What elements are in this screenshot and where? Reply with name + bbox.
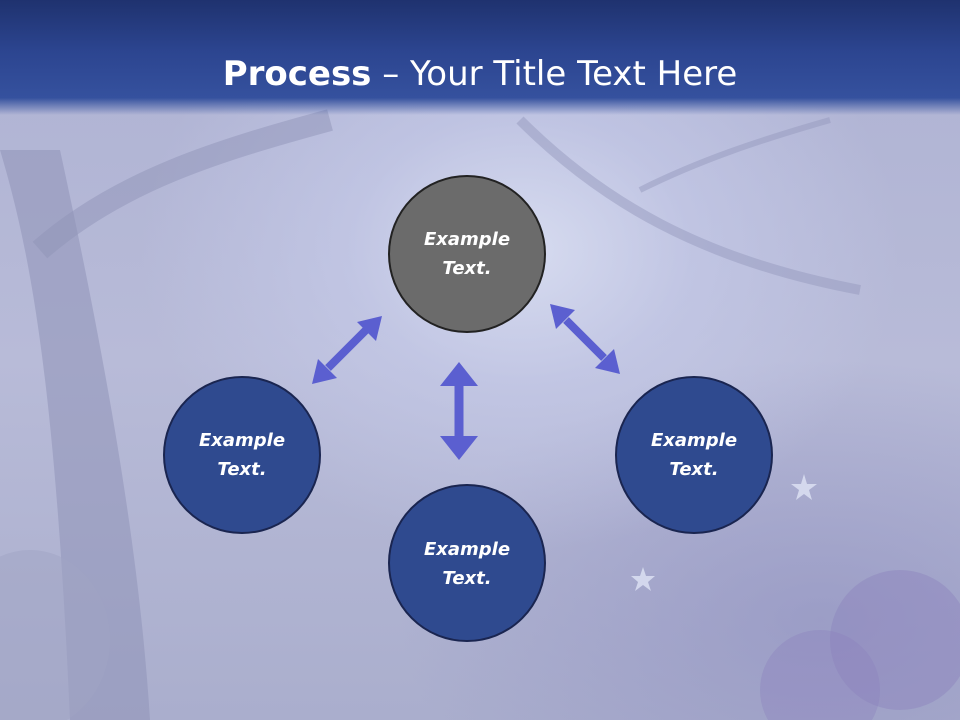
node-top-label: Example Text.: [423, 229, 511, 279]
node-right-label: Example Text.: [650, 430, 738, 480]
arrow-vertical: [440, 362, 478, 460]
slide-header-band: [0, 0, 960, 115]
node-left: [163, 376, 321, 534]
arrow-top-left: [312, 316, 382, 384]
arrow-top-right: [550, 304, 620, 374]
title-rest: – Your Title Text Here: [371, 54, 738, 94]
node-bottom-label: Example Text.: [423, 539, 511, 589]
node-left-label: Example Text.: [198, 430, 286, 480]
node-bottom: [388, 484, 546, 642]
node-top: [388, 175, 546, 333]
slide-title: Process – Your Title Text Here: [0, 52, 960, 96]
title-bold: Process: [222, 54, 372, 94]
node-right: [615, 376, 773, 534]
